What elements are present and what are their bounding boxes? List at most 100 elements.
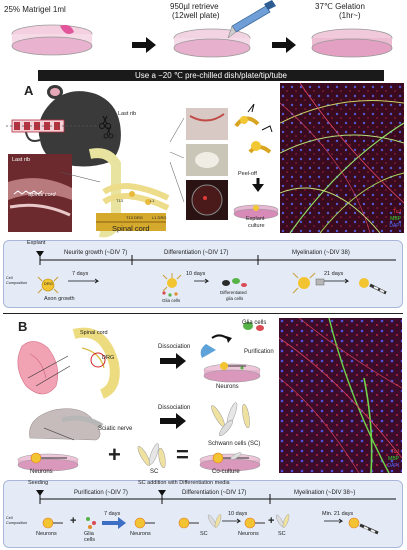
legend-mbp: MBP	[388, 456, 399, 462]
sc-label: SC	[150, 469, 159, 475]
arrow-right-icon	[160, 353, 186, 369]
equals-sign: =	[176, 442, 189, 467]
embryo-icon	[17, 341, 71, 395]
micrograph-a: TuJ MBP DAPI	[280, 83, 404, 233]
panel-a-letter: A	[24, 83, 34, 98]
retrieve-dish-2	[173, 0, 276, 58]
arrow-curve-icon	[226, 336, 232, 343]
drg-peel-drawing	[233, 103, 279, 220]
arrow-right-icon	[272, 37, 296, 53]
top-protocol-graphic	[11, 0, 393, 58]
sc-cells-icon	[137, 443, 166, 469]
phase3-b-label: Myelination (~DIV 38~)	[294, 490, 356, 496]
phase1-b-label: Purification (~DIV 7)	[74, 490, 128, 496]
days1-b-label: 7 days	[104, 511, 121, 517]
matrigel-drop-icon	[60, 24, 74, 34]
sc-b2-label: SC	[278, 531, 286, 537]
sc-cells-icon	[275, 514, 290, 528]
l1-label: L1	[150, 198, 155, 203]
plus-b1-sign: +	[70, 515, 77, 527]
neuron-icon	[162, 273, 182, 297]
triangle-marker-icon	[36, 490, 44, 496]
step2-label-line1: 950µl retrieve	[170, 2, 219, 11]
spinal-cord-drawing	[59, 148, 170, 238]
cell-composition-label-1: Cell	[6, 276, 13, 280]
phase1-label: Neurite growth (~DIV 7)	[64, 250, 128, 256]
arrow-right-icon	[194, 278, 210, 284]
spinal-cord-b-label: Spinal cord	[80, 330, 108, 336]
gelation-dish-3	[311, 28, 393, 58]
arrow-down-icon	[252, 184, 264, 192]
coculture-label: Co-culture	[212, 469, 240, 475]
days3-b-label: Min. 21 days	[322, 511, 354, 517]
timeline-a: Explant Cell Composition Neurite growth …	[3, 240, 403, 308]
glia-cells-label: Glia cells	[162, 298, 181, 303]
triangle-marker-icon	[36, 251, 44, 257]
cell-composition-label-2: Composition	[6, 521, 28, 525]
spine-segment	[6, 119, 100, 133]
mouse-leg-icon	[29, 408, 104, 441]
myelinated-neuron-icon	[292, 272, 387, 295]
l1-drg-label: L1 DRG	[152, 215, 167, 220]
micrograph-b: TuJ MBP DAPI	[279, 318, 402, 473]
glia-cell-icon	[222, 278, 247, 287]
purification-dish	[200, 322, 264, 383]
axon-growth-label: Axon growth	[44, 296, 75, 302]
schwann-cells-label: Schwann cells (SC)	[208, 441, 261, 447]
step3-label-line1: 37℃ Gelation	[315, 2, 365, 11]
days2-label: 10 days	[186, 271, 206, 277]
glia-b-label-1: Glia	[84, 531, 94, 537]
t13-label: T13	[116, 198, 123, 203]
arrow-right-icon	[160, 413, 186, 429]
myelinated-neuron-icon	[348, 517, 379, 535]
legend-tuj: TuJ	[392, 209, 401, 215]
phase2-b-label: Differentiation (~DIV 17)	[182, 490, 247, 496]
days3-label: 21 days	[324, 271, 344, 277]
step3-label-line2: (1hr~)	[339, 11, 361, 20]
drg-b-label: DRG	[102, 355, 115, 361]
neuron-icon	[244, 517, 265, 529]
arrow-right-icon	[320, 278, 350, 284]
scissors-icon	[99, 115, 111, 129]
sciatic-nerve-label: Sciatic nerve	[98, 426, 133, 432]
sc-b1-label: SC	[200, 531, 208, 537]
panel-a-dissection-graphic	[6, 85, 279, 238]
dissociation-1-label: Dissociation	[158, 344, 191, 350]
days1-label: 7 days	[72, 271, 89, 277]
explant-culture-label-1: Explant	[246, 216, 265, 222]
legend-dapi: DAPI	[387, 463, 399, 469]
explant-culture-label-2: culture	[248, 223, 265, 229]
coculture-dish	[199, 452, 261, 472]
dissection-photo	[8, 154, 72, 232]
timeline-b: Seeding SC addition with Differentiation…	[3, 480, 403, 548]
spinal-cord-photo-label: Spinal cord	[28, 192, 56, 198]
pipette-icon	[227, 0, 276, 39]
cell-composition-label-1: Cell	[6, 516, 13, 520]
neuron-icon	[178, 517, 199, 529]
glia-b-label-2: cells	[84, 537, 96, 543]
sc-cells-icon	[207, 514, 222, 528]
legend-mbp: MBP	[390, 216, 401, 222]
last-rib-photo-label: Last rib	[12, 157, 31, 163]
phase2-label: Differentiation (~DIV 17)	[164, 250, 229, 256]
neurons-dish	[17, 452, 79, 472]
differentiated-glia-label-2: glia cells	[226, 296, 244, 301]
purification-label: Purification	[244, 349, 274, 355]
differentiated-glia-label-1: Differentiated	[220, 290, 247, 295]
neurons-b1-label: Neurons	[36, 531, 57, 537]
neuron-icon	[134, 517, 155, 529]
plus-b2-sign: +	[268, 515, 275, 527]
arrow-right-icon	[132, 37, 156, 53]
glia-cell-icon	[86, 517, 96, 529]
dissection-photo	[186, 108, 228, 140]
triangle-marker-icon	[158, 490, 166, 496]
neurons-b2-label: Neurons	[130, 531, 151, 537]
section-divider	[3, 313, 403, 314]
schwann-cells-icon	[211, 402, 250, 437]
mouse-icon	[25, 85, 121, 167]
peel-off-label: Peel-off	[238, 171, 257, 177]
cell-composition-label-2: Composition	[6, 281, 28, 285]
explant-label: Explant	[27, 240, 46, 246]
scissors-icon	[103, 126, 114, 139]
glia-cells-b-label: Glia cells	[242, 320, 267, 326]
